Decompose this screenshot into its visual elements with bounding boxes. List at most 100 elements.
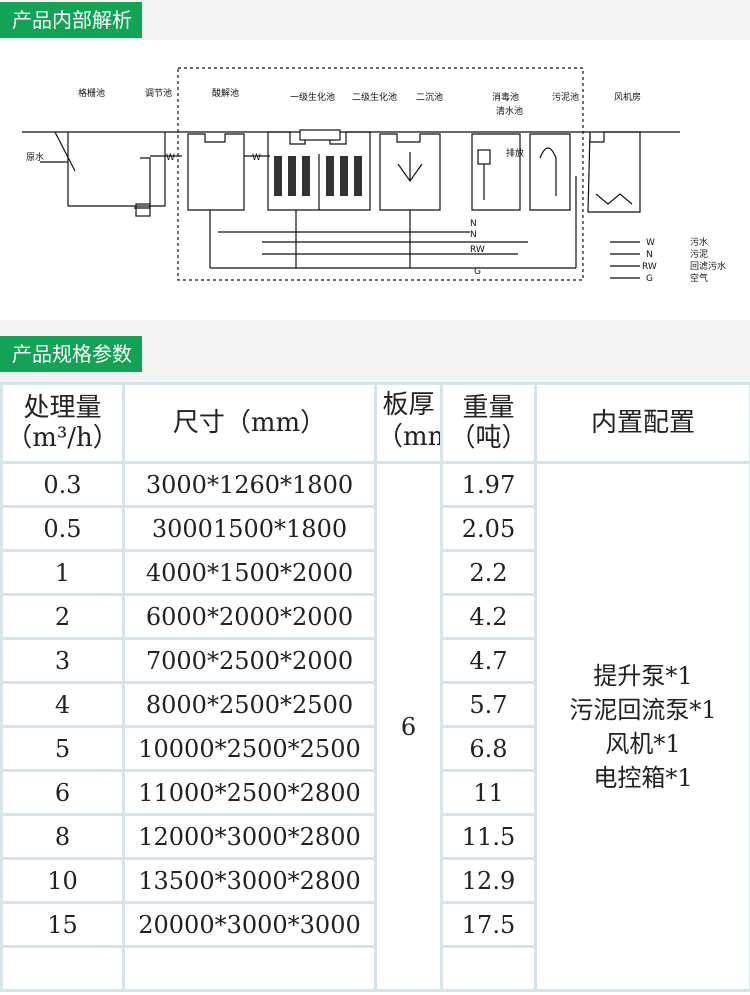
bio-tank — [267, 131, 371, 211]
cell-weight: 5.7 — [440, 681, 537, 728]
header-capacity-unit: （m³/h） — [6, 423, 119, 453]
label-w-2: W — [252, 153, 261, 163]
blower-room — [587, 131, 641, 213]
cell-capacity: 0.5 — [0, 505, 125, 552]
legend-w-desc: 污水 — [690, 236, 708, 248]
label-primary-bio-tank: 一级生化池 — [290, 91, 335, 103]
spec-table: 处理量 （m³/h） 尺寸（mm） 板厚 （mm） 重量 （吨） 内置配置 0.… — [0, 382, 750, 992]
cell-size: 3000*1260*1800 — [122, 461, 377, 508]
table-header-row: 处理量 （m³/h） 尺寸（mm） 板厚 （mm） 重量 （吨） 内置配置 — [0, 382, 750, 464]
cell-capacity: 2 — [0, 593, 125, 640]
cell-weight: 2.05 — [440, 505, 537, 552]
equipment-boundary — [177, 67, 584, 281]
label-n-1: N — [470, 219, 477, 229]
label-acidification-tank: 酸解池 — [212, 87, 239, 99]
legend-n-desc: 污泥 — [690, 248, 708, 260]
header-weight-label: 重量 — [462, 393, 515, 423]
header-weight: 重量 （吨） — [440, 382, 537, 464]
legend-rw-desc: 回滤污水 — [690, 260, 726, 272]
label-disinfection-tank: 消毒池 — [492, 91, 519, 103]
cell-size: 7000*2500*2000 — [122, 637, 377, 684]
cell-capacity: 4 — [0, 681, 125, 728]
cell-capacity-empty — [0, 945, 125, 992]
cell-size: 12000*3000*2800 — [122, 813, 377, 860]
cell-capacity: 10 — [0, 857, 125, 904]
sludge-tank — [529, 133, 571, 211]
label-sludge-tank: 污泥池 — [552, 91, 579, 103]
header-config: 内置配置 — [534, 382, 750, 464]
legend-w-code: W — [646, 238, 655, 248]
cell-size: 4000*1500*2000 — [122, 549, 377, 596]
cell-size: 11000*2500*2800 — [122, 769, 377, 816]
lift-pump — [135, 203, 151, 217]
cell-size: 10000*2500*2500 — [122, 725, 377, 772]
regulating-tank-outline — [67, 132, 166, 207]
legend-g-desc: 空气 — [690, 272, 708, 284]
cell-weight: 1.97 — [440, 461, 537, 508]
header-plate-unit: （mm） — [377, 422, 439, 452]
header-capacity-label: 处理量 — [23, 393, 102, 423]
acidification-tank — [187, 133, 245, 211]
config-item: 提升泵*1 — [593, 661, 693, 690]
label-n-2: N — [470, 230, 477, 240]
section-title-specs: 产品规格参数 — [0, 336, 142, 372]
label-rw: RW — [470, 245, 485, 255]
sedimentation-tank — [379, 133, 441, 211]
cell-capacity: 1 — [0, 549, 125, 596]
config-item: 电控箱*1 — [593, 763, 693, 792]
label-raw-water: 原水 — [26, 151, 44, 163]
cell-weight: 11.5 — [440, 813, 537, 860]
cell-weight: 4.2 — [440, 593, 537, 640]
legend-n-code: N — [646, 250, 653, 260]
section-title-internal: 产品内部解析 — [0, 2, 142, 38]
cell-size-empty — [122, 945, 377, 992]
legend-rw-code: RW — [642, 262, 657, 272]
label-g: G — [474, 267, 481, 277]
cell-capacity: 8 — [0, 813, 125, 860]
label-w-1: W — [166, 153, 175, 163]
cell-config: 提升泵*1 污泥回流泵*1 风机*1 电控箱*1 — [534, 461, 750, 992]
cell-size: 13500*3000*2800 — [122, 857, 377, 904]
cell-weight: 12.9 — [440, 857, 537, 904]
cell-weight-empty — [440, 945, 537, 992]
header-plate: 板厚 （mm） — [374, 382, 443, 464]
cell-size: 6000*2000*2000 — [122, 593, 377, 640]
label-grid-tank: 格栅池 — [78, 87, 105, 99]
header-capacity: 处理量 （m³/h） — [0, 382, 125, 464]
cell-size: 30001500*1800 — [122, 505, 377, 552]
label-regulating-tank: 调节池 — [145, 87, 172, 99]
config-item: 污泥回流泵*1 — [569, 695, 717, 724]
header-weight-unit: （吨） — [449, 423, 528, 453]
cell-capacity: 15 — [0, 901, 125, 948]
label-secondary-bio-tank: 二级生化池 — [352, 91, 397, 103]
table-row-partial — [0, 945, 750, 992]
cell-capacity: 3 — [0, 637, 125, 684]
cell-weight: 11 — [440, 769, 537, 816]
cell-weight: 17.5 — [440, 901, 537, 948]
cell-capacity: 6 — [0, 769, 125, 816]
label-clean-water-tank: 清水池 — [496, 105, 523, 117]
process-flow-diagram: 格栅池 调节池 酸解池 一级生化池 二级生化池 二沉池 消毒池 清水池 污泥池 … — [22, 67, 726, 284]
disinfection-tank — [471, 133, 521, 211]
label-discharge: 排放 — [506, 147, 524, 159]
label-blower-room: 风机房 — [614, 91, 641, 103]
cell-size: 8000*2500*2500 — [122, 681, 377, 728]
cell-size: 20000*3000*3000 — [122, 901, 377, 948]
config-item: 风机*1 — [605, 729, 681, 758]
header-size: 尺寸（mm） — [122, 382, 377, 464]
cell-capacity: 5 — [0, 725, 125, 772]
cell-weight: 6.8 — [440, 725, 537, 772]
cell-plate-thickness: 6 — [374, 461, 443, 992]
legend-g-code: G — [646, 274, 653, 284]
cell-capacity: 0.3 — [0, 461, 125, 508]
